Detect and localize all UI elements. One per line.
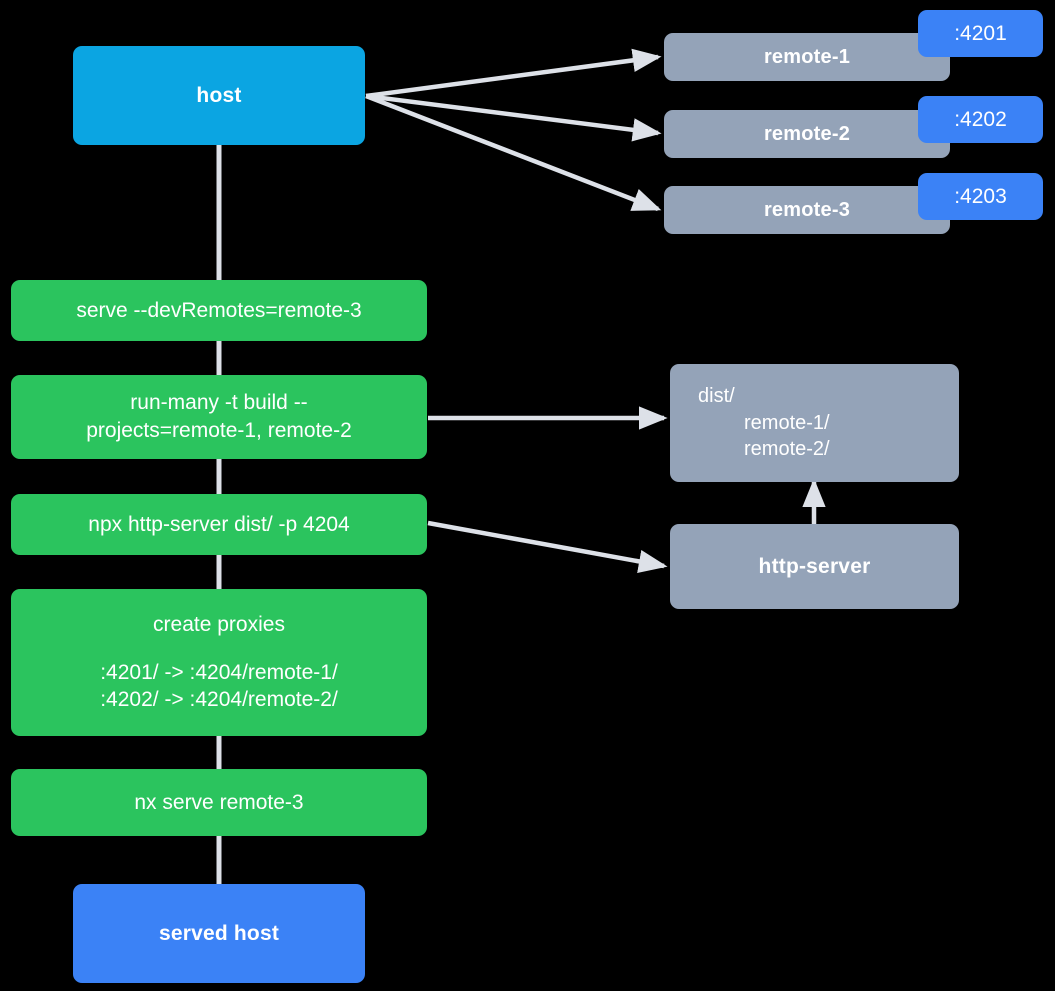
command-serve-line-1: serve --devRemotes=remote-3 bbox=[76, 298, 362, 322]
node-remote-3-label: remote-3 bbox=[763, 198, 851, 221]
dist-child-remote-2: remote-2/ bbox=[744, 438, 830, 461]
edge-host-to-remote-1 bbox=[365, 48, 662, 99]
edge-host-to-remote-3 bbox=[365, 93, 662, 212]
dist-child-remote-1: remote-1/ bbox=[744, 411, 830, 434]
dist-root-label: dist/ bbox=[698, 385, 735, 408]
command-npx-http-server-line-1: npx http-server dist/ -p 4204 bbox=[88, 512, 350, 536]
node-served-host-label: served host bbox=[158, 921, 280, 945]
node-served-host[interactable]: served host bbox=[73, 884, 365, 983]
node-remote-1[interactable]: remote-1 bbox=[664, 33, 950, 81]
node-command-nx-serve-remote-3[interactable]: nx serve remote-3 bbox=[11, 769, 427, 836]
command-nx-serve-remote-3-line-1: nx serve remote-3 bbox=[134, 790, 304, 814]
node-command-npx-http-server[interactable]: npx http-server dist/ -p 4204 bbox=[11, 494, 427, 555]
port-badge-remote-1-label: :4201 bbox=[954, 21, 1007, 45]
node-remote-1-label: remote-1 bbox=[763, 45, 851, 68]
node-command-serve[interactable]: serve --devRemotes=remote-3 bbox=[11, 280, 427, 341]
node-dist-folder[interactable]: dist/ remote-1/ remote-2/ bbox=[670, 364, 959, 482]
node-http-server[interactable]: http-server bbox=[670, 524, 959, 609]
node-remote-2-label: remote-2 bbox=[763, 122, 851, 145]
port-badge-remote-3[interactable]: :4203 bbox=[918, 173, 1043, 220]
command-create-proxies-title: create proxies bbox=[153, 612, 285, 636]
command-create-proxies-mapping-2: :4202/ -> :4204/remote-2/ bbox=[100, 688, 338, 712]
port-badge-remote-2-label: :4202 bbox=[954, 107, 1007, 131]
node-http-server-label: http-server bbox=[758, 554, 871, 578]
command-create-proxies-mapping-1: :4201/ -> :4204/remote-1/ bbox=[100, 660, 338, 684]
command-run-many-line-1: run-many -t build -- bbox=[130, 391, 308, 415]
port-badge-remote-2[interactable]: :4202 bbox=[918, 96, 1043, 143]
command-run-many-line-2: projects=remote-1, remote-2 bbox=[86, 419, 352, 442]
node-command-create-proxies[interactable]: create proxies :4201/ -> :4204/remote-1/… bbox=[11, 589, 427, 736]
node-host[interactable]: host bbox=[73, 46, 365, 145]
node-remote-3[interactable]: remote-3 bbox=[664, 186, 950, 234]
node-host-label: host bbox=[196, 83, 242, 107]
edge-host-to-remote-2 bbox=[365, 93, 662, 142]
edge-host-to-remotes bbox=[365, 48, 662, 212]
port-badge-remote-3-label: :4203 bbox=[954, 184, 1007, 208]
node-remote-2[interactable]: remote-2 bbox=[664, 110, 950, 158]
edge-npx-to-http-server bbox=[427, 520, 668, 573]
node-command-run-many[interactable]: run-many -t build -- projects=remote-1, … bbox=[11, 375, 427, 459]
port-badge-remote-1[interactable]: :4201 bbox=[918, 10, 1043, 57]
